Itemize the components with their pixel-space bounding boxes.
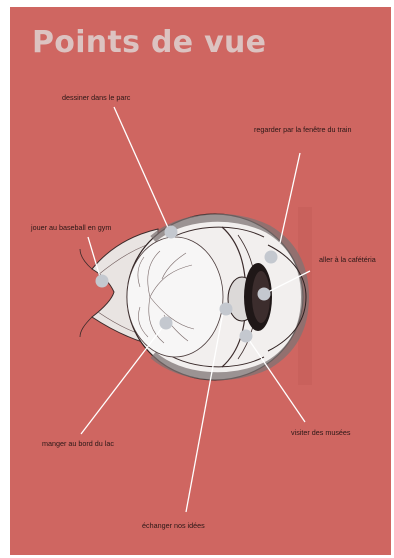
marker-dot [96,275,109,288]
connector-line [280,153,300,243]
marker-dot [258,288,271,301]
marker-dot [265,251,278,264]
label-cafeteria: aller à la cafétéria [319,255,376,264]
eye-illustration [10,7,391,555]
label-jouer: jouer au baseball en gym [31,223,111,232]
label-echanger: échanger nos idées [142,521,205,530]
label-manger: manger au bord du lac [42,439,114,448]
marker-dot [165,226,178,239]
marker-dot [160,317,173,330]
label-dessiner: dessiner dans le parc [62,93,130,102]
marker-dot [240,330,253,343]
eye-cross-section [80,207,312,385]
connector-line [88,237,100,277]
connector-line [81,324,165,434]
marker-dot [220,303,233,316]
label-musees: visiter des musées [291,428,351,437]
label-regarder: regarder par la fenêtre du train [254,125,352,134]
poster: Points de vue [10,7,391,555]
connector-line [114,107,170,232]
